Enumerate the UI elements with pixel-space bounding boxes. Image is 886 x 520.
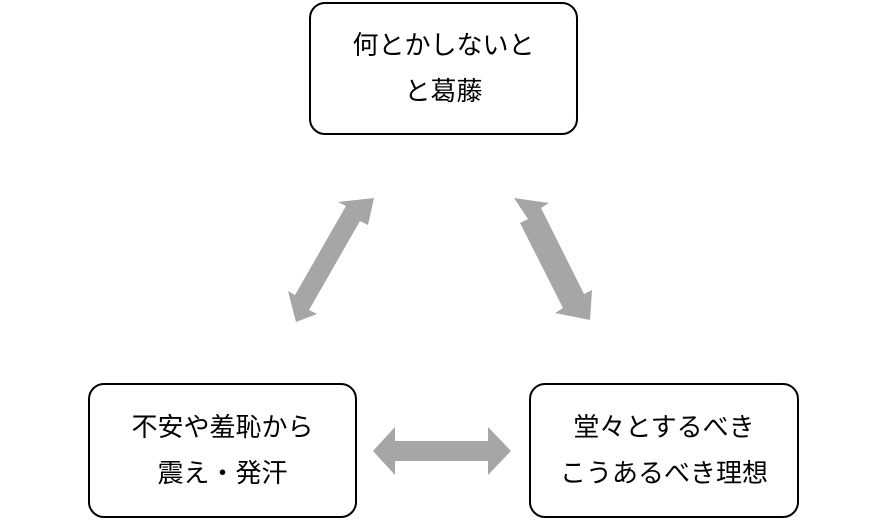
double-arrow-top-left — [288, 198, 374, 322]
node-anxiety-symptoms-line-1: 不安や羞恥から — [131, 412, 314, 443]
node-inner-conflict-line-2: と葛藤 — [404, 76, 483, 107]
node-ideal-self-line-2: こうあるべき理想 — [559, 458, 768, 489]
node-anxiety-symptoms: 不安や羞恥から 震え・発汗 — [88, 383, 357, 518]
node-ideal-self-line-1: 堂々とするべき — [573, 412, 755, 443]
node-ideal-self: 堂々とするべき こうあるべき理想 — [529, 383, 799, 518]
double-arrow-left-right — [373, 427, 511, 475]
node-inner-conflict: 何とかしないと と葛藤 — [309, 2, 578, 135]
node-anxiety-symptoms-line-2: 震え・発汗 — [157, 458, 288, 489]
node-inner-conflict-line-1: 何とかしないと — [352, 30, 535, 61]
double-arrow-top-right — [514, 198, 592, 320]
